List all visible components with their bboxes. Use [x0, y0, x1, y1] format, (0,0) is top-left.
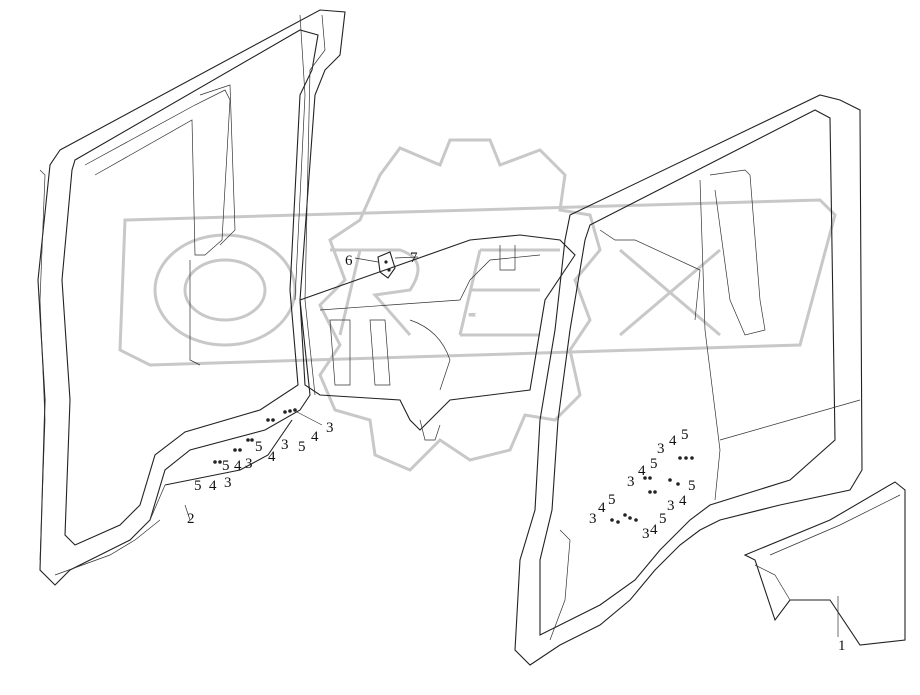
callout-7: 7 [410, 250, 418, 266]
callout-3: 3 [589, 511, 597, 527]
callout-5: 5 [255, 439, 263, 455]
callout-6: 6 [345, 253, 353, 269]
floor-panel [299, 234, 576, 441]
watermark-logo: OREX [118, 198, 837, 367]
left-side-panel [37, 9, 346, 586]
callout-5: 5 [688, 478, 696, 494]
callout-labels: 1 2 6 7 3 4 5 3 4 5 3 4 5 3 4 5 3 4 5 3 … [187, 250, 846, 654]
callout-5: 5 [659, 511, 667, 527]
fender-part [743, 481, 906, 646]
callout-3: 3 [642, 526, 650, 542]
callout-3: 3 [245, 456, 253, 472]
callout-5: 5 [650, 456, 658, 472]
sill-strip-part [149, 419, 293, 521]
callout-4: 4 [679, 493, 687, 509]
callout-3: 3 [326, 420, 334, 436]
callout-3: 3 [224, 475, 232, 491]
callout-5: 5 [608, 492, 616, 508]
callout-3: 3 [667, 498, 675, 514]
callout-5: 5 [222, 458, 230, 474]
fasteners-left [213, 408, 297, 464]
bracket-part [377, 251, 396, 279]
callout-4: 4 [234, 458, 242, 474]
callout-4: 4 [650, 522, 658, 538]
callout-3: 3 [281, 437, 289, 453]
callout-4: 4 [268, 449, 276, 465]
callout-4: 4 [598, 500, 606, 516]
callout-1: 1 [838, 638, 846, 654]
callout-4: 4 [669, 433, 677, 449]
right-side-panel [514, 94, 863, 666]
callout-3: 3 [627, 474, 635, 490]
watermark-text: OREX [470, 314, 473, 316]
callout-3: 3 [657, 441, 665, 457]
callout-2: 2 [187, 511, 195, 527]
watermark-gear [318, 138, 602, 472]
leader-lines [184, 256, 839, 637]
callout-5: 5 [298, 439, 306, 455]
callout-5: 5 [681, 427, 689, 443]
callout-4: 4 [209, 478, 217, 494]
callout-5: 5 [194, 478, 202, 494]
fasteners-right [610, 456, 694, 524]
callout-4: 4 [638, 463, 646, 479]
callout-4: 4 [311, 429, 319, 445]
